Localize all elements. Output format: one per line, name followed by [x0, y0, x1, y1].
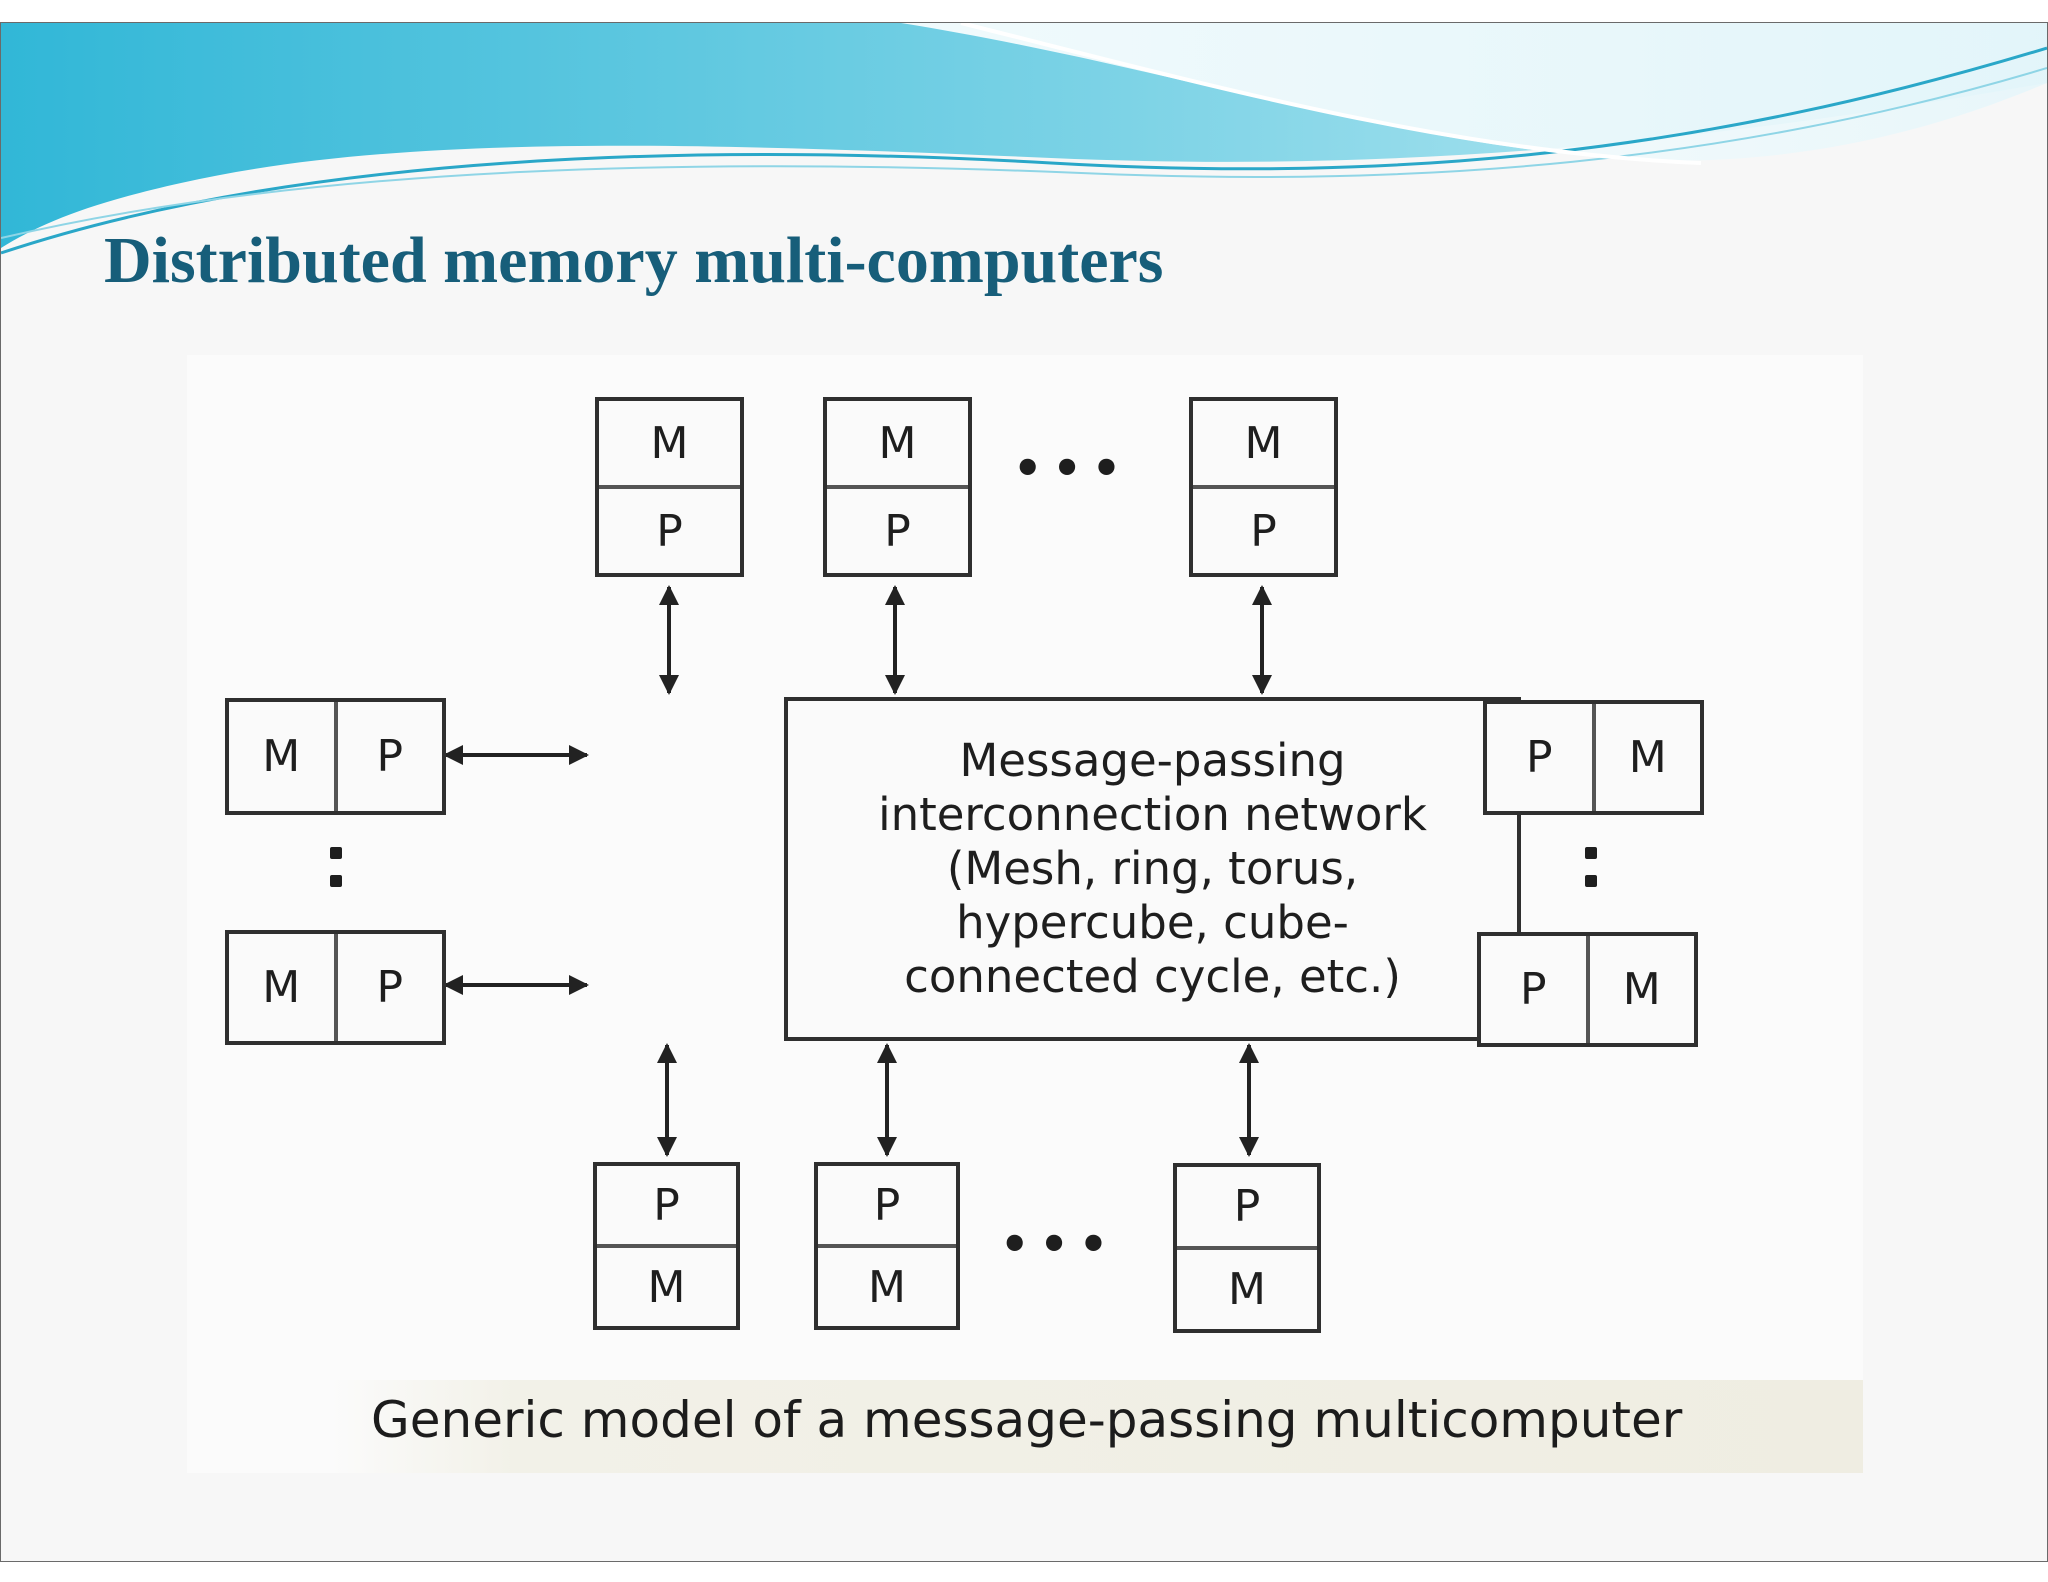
- left-vertical-ellipsis: [330, 847, 342, 903]
- memory-cell: M: [262, 962, 301, 1013]
- processor-cell: P: [599, 485, 740, 573]
- network-line-2: interconnection network: [878, 788, 1427, 841]
- memory-cell: M: [650, 417, 689, 469]
- memory-cell: M: [597, 1244, 736, 1326]
- memory-cell: M: [262, 731, 301, 782]
- node-bottom-2: P M: [814, 1162, 960, 1330]
- bottom-ellipsis: •••: [1000, 1217, 1119, 1271]
- node-right-1: P M: [1483, 700, 1704, 815]
- processor-cell: P: [1193, 485, 1334, 573]
- caption-background: [332, 1380, 1863, 1473]
- header-wave-decoration: [1, 23, 2047, 255]
- node-top-2: M P: [823, 397, 972, 577]
- processor-cell: P: [1525, 732, 1553, 783]
- node-bottom-3: P M: [1173, 1163, 1321, 1333]
- processor-cell: P: [333, 702, 443, 811]
- diagram-figure: M P M P M P ••• Message-passing intercon…: [187, 355, 1863, 1473]
- memory-cell: M: [1177, 1246, 1317, 1329]
- right-vertical-ellipsis: [1585, 847, 1597, 903]
- memory-cell: M: [1244, 417, 1283, 469]
- network-line-1: Message-passing: [959, 734, 1346, 787]
- processor-cell: P: [333, 934, 443, 1041]
- network-line-5: connected cycle, etc.): [904, 950, 1401, 1003]
- top-ellipsis: •••: [1013, 441, 1132, 495]
- memory-cell: M: [878, 417, 917, 469]
- node-left-2: M P: [225, 930, 446, 1045]
- slide: Distributed memory multi-computers: [0, 22, 2048, 1562]
- processor-cell: P: [873, 1179, 901, 1231]
- node-top-1: M P: [595, 397, 744, 577]
- processor-cell: P: [827, 485, 968, 573]
- node-top-3: M P: [1189, 397, 1338, 577]
- processor-cell: P: [653, 1179, 680, 1231]
- processor-cell: P: [1519, 964, 1547, 1015]
- node-right-2: P M: [1477, 932, 1698, 1047]
- slide-title: Distributed memory multi-computers: [104, 224, 1164, 297]
- memory-cell: M: [1585, 936, 1695, 1043]
- figure-caption: Generic model of a message-passing multi…: [371, 1391, 1683, 1449]
- memory-cell: M: [818, 1244, 956, 1326]
- network-line-3: (Mesh, ring, torus,: [946, 842, 1359, 895]
- network-line-4: hypercube, cube-: [956, 896, 1349, 949]
- node-left-1: M P: [225, 698, 446, 815]
- memory-cell: M: [1591, 704, 1701, 811]
- processor-cell: P: [1233, 1181, 1261, 1232]
- node-bottom-1: P M: [593, 1162, 740, 1330]
- interconnection-network-box: Message-passing interconnection network …: [784, 697, 1521, 1041]
